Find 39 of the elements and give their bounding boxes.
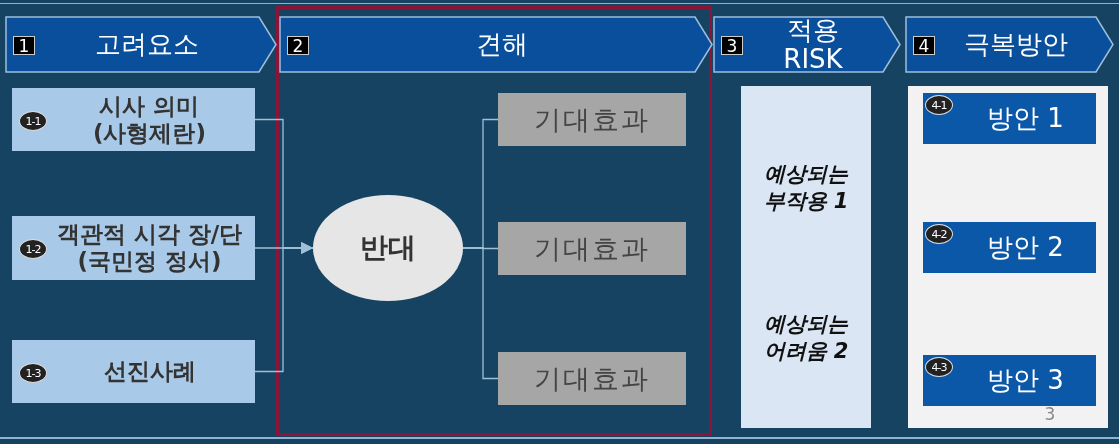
page-number: 3	[1043, 404, 1057, 426]
chevron-banner	[905, 16, 1114, 73]
solution-box	[923, 355, 1096, 406]
factor-text: 객관적 시각 장/단 (국민정 정서)	[55, 220, 244, 276]
header-title: 고려요소	[94, 28, 200, 61]
decision-oval: 반대	[313, 195, 463, 301]
number-badge: 1	[13, 36, 35, 55]
solution-panel	[908, 86, 1108, 428]
header-title: 견해	[475, 28, 529, 61]
chevron-banner	[5, 16, 277, 73]
header-title: 적용 RISK	[782, 16, 844, 73]
factor-box	[12, 88, 255, 151]
number-badge: 4-2	[925, 224, 953, 244]
solution-box	[923, 222, 1096, 273]
factor-box	[12, 340, 255, 403]
factor-text: 시사 의미 (사형제란)	[92, 91, 207, 148]
solution-text: 방안 1	[986, 102, 1065, 135]
factor-text: 선진사례	[102, 357, 197, 386]
number-badge: 4-1	[925, 95, 953, 115]
number-badge: 2	[287, 36, 309, 55]
connector-arrow	[254, 242, 314, 373]
risk-text: 예상되는 어려움 2	[762, 311, 850, 365]
risk-text: 예상되는 부작용 1	[762, 161, 850, 215]
number-badge: 1-3	[19, 362, 47, 383]
factor-box	[12, 216, 255, 280]
solution-text: 방안 2	[986, 231, 1065, 264]
effect-box: 기대효과	[498, 93, 686, 146]
solution-text: 방안 3	[986, 364, 1065, 397]
number-badge: 1-1	[19, 110, 47, 131]
effect-box: 기대효과	[498, 352, 686, 405]
effect-box: 기대효과	[498, 222, 686, 275]
chevron-banner	[713, 16, 901, 73]
number-badge: 4	[913, 36, 935, 55]
risk-panel	[741, 86, 871, 428]
number-badge: 4-3	[925, 357, 953, 377]
number-badge: 1-2	[19, 239, 47, 259]
header-title: 극복방안	[962, 28, 1069, 61]
number-badge: 3	[721, 36, 743, 55]
solution-box	[923, 93, 1096, 144]
